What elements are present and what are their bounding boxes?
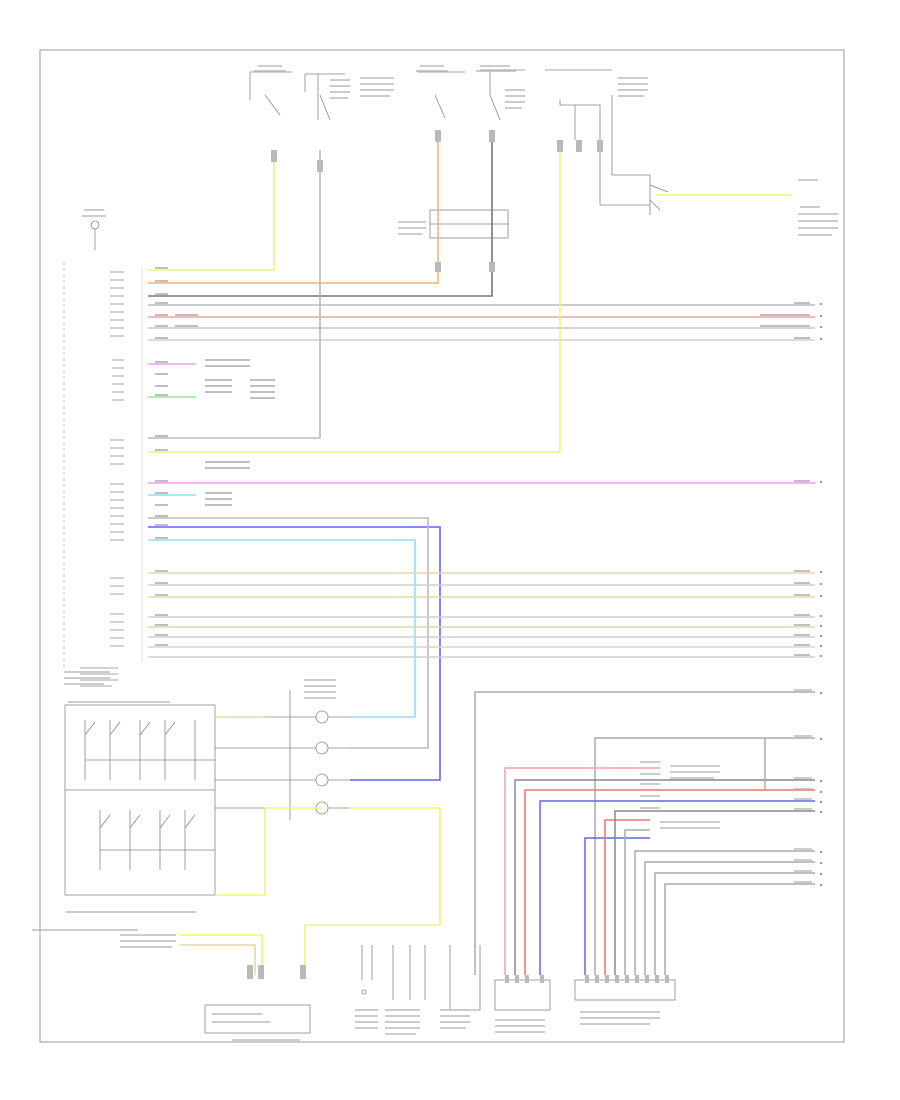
switch-wires <box>180 716 441 975</box>
lower-right-labels <box>640 689 812 883</box>
bottom-connectors <box>204 945 676 1034</box>
wire-yellow-1 <box>148 150 275 271</box>
indicator-lamps <box>215 690 350 820</box>
wire-yellow-2 <box>148 150 561 453</box>
wire-blue-main <box>148 526 441 781</box>
wire-grey-switch <box>148 517 429 749</box>
switch-block <box>64 704 216 896</box>
ecu-connector <box>63 262 143 668</box>
wire-label-marks <box>155 267 810 656</box>
lower-right-wires <box>474 691 815 975</box>
wire-grey-relay <box>148 150 321 439</box>
switch-block-labels <box>32 671 196 931</box>
top-fuse-relay-area <box>90 69 669 250</box>
wire-grey-dark <box>148 135 493 297</box>
diagram-border <box>39 49 845 1043</box>
right-terminals <box>820 303 822 886</box>
wire-cyan-main <box>148 539 416 718</box>
bottom-labels <box>120 934 660 1041</box>
ecu-pin-labels <box>80 271 124 687</box>
wire-orange <box>148 135 439 284</box>
top-label-marks <box>82 65 838 236</box>
connector-pins <box>247 130 669 983</box>
lamp-block-labels <box>304 679 336 699</box>
colored-wires <box>148 135 815 781</box>
